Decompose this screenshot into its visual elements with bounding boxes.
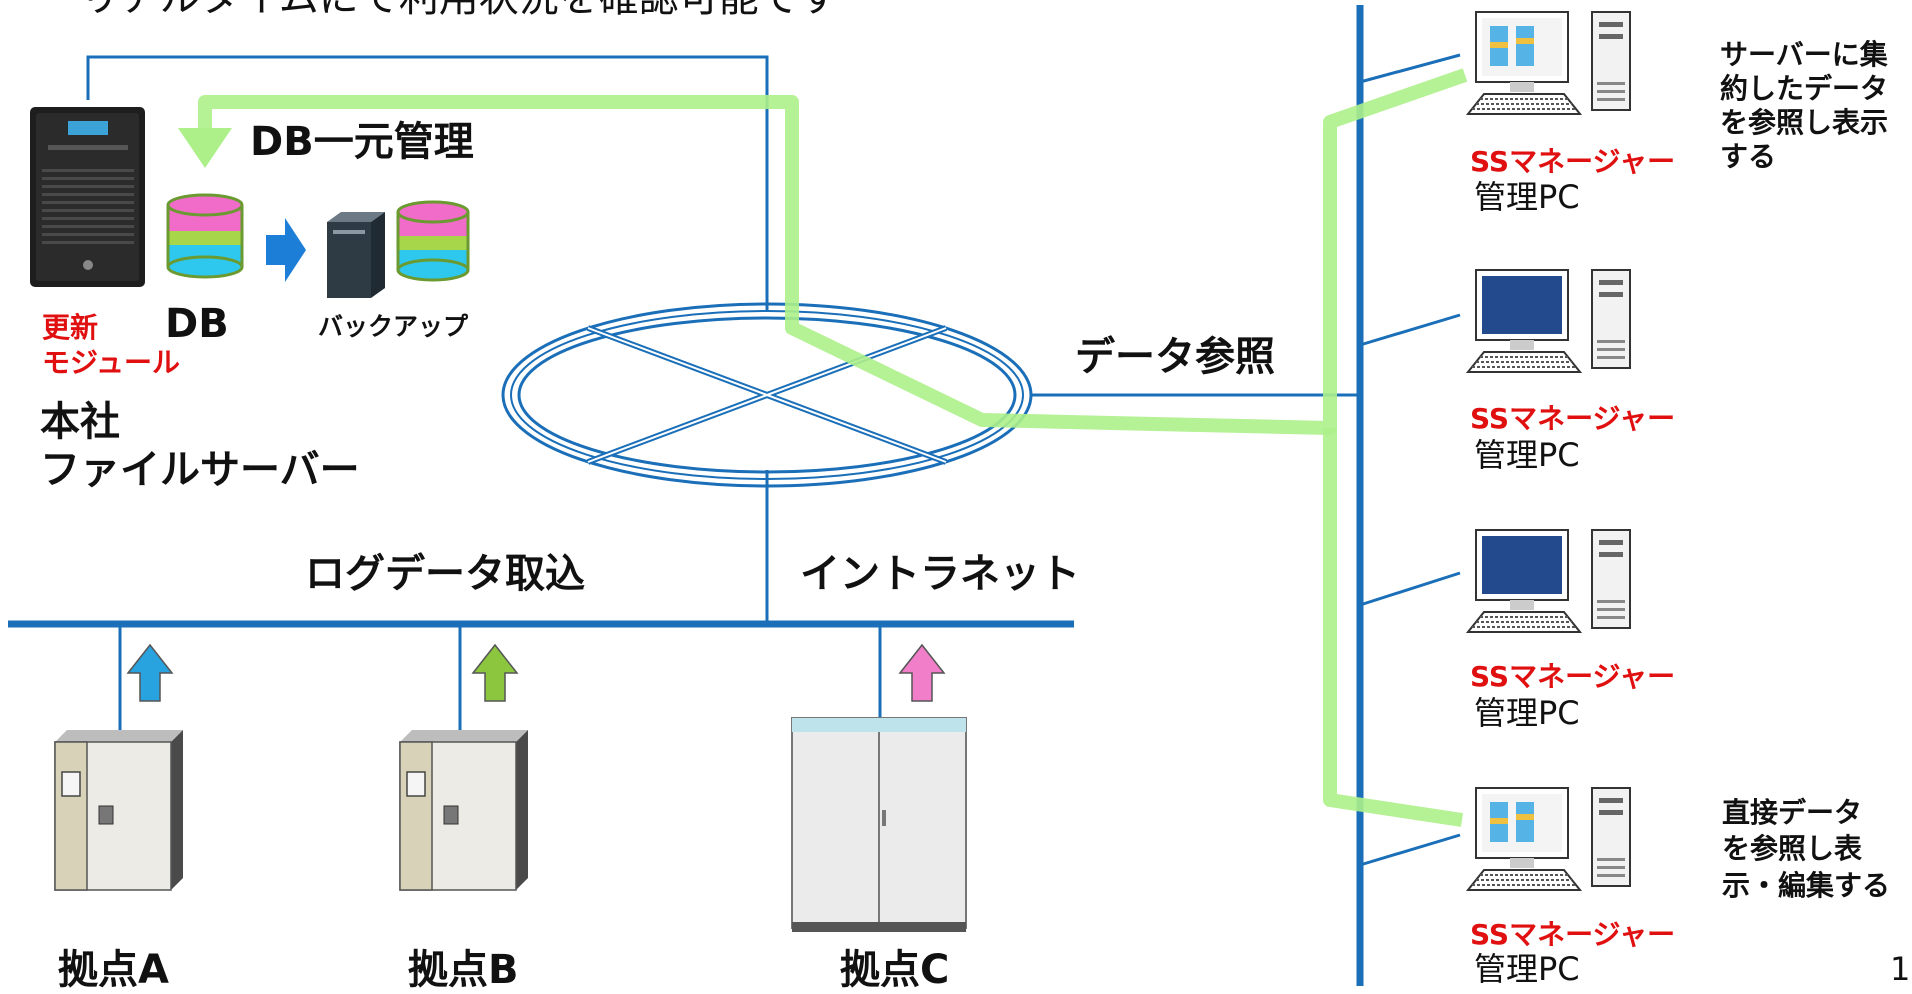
site-b-label: 拠点B <box>408 947 519 993</box>
pc-icon <box>1467 529 1631 633</box>
log-import-label: ログデータ取込 <box>305 551 585 597</box>
upload-arrow-icon <box>898 643 946 702</box>
backup-arrow-icon <box>266 218 306 282</box>
server-reference-note: サーバーに集 約したデータ を参照し表示 する <box>1720 38 1889 174</box>
head-office-server-label: 本社 ファイルサーバー <box>40 399 360 493</box>
intranet-ring <box>501 302 1033 488</box>
direct-edit-note: 直接データ を参照し表 示・編集する <box>1722 796 1891 902</box>
database-icon <box>166 193 244 279</box>
backup-database-icon <box>396 200 470 282</box>
site-a-label: 拠点A <box>58 947 169 993</box>
pc-with-app-icon <box>1467 787 1631 891</box>
db-management-label: DB一元管理 <box>250 119 474 165</box>
data-flow-path <box>178 68 1468 827</box>
pc-label: 管理PC <box>1474 436 1580 474</box>
pc-icon <box>1467 269 1631 373</box>
pc-app-name: SSマネージャー <box>1470 918 1676 951</box>
locker-cabinet-icon <box>54 729 184 891</box>
file-server-icon <box>30 107 145 287</box>
db-label: DB <box>165 301 229 347</box>
backup-label: バックアップ <box>318 312 469 341</box>
pc-label: 管理PC <box>1474 694 1580 732</box>
pc-app-name: SSマネージャー <box>1470 402 1676 435</box>
pc-app-name: SSマネージャー <box>1470 660 1676 693</box>
update-module-label: 更新 モジュール <box>42 311 181 379</box>
network-lines <box>8 5 1461 986</box>
large-cabinet-icon <box>791 717 967 932</box>
backup-server-icon <box>327 212 385 298</box>
page-title: リアルタイムにて利用状況を確認可能です <box>80 0 839 22</box>
locker-cabinet-icon <box>399 729 529 891</box>
intranet-label: イントラネット <box>800 551 1080 597</box>
data-reference-label: データ参照 <box>1075 334 1275 380</box>
pc-app-name: SSマネージャー <box>1470 145 1676 178</box>
site-c-label: 拠点C <box>840 947 950 993</box>
upload-arrow-icon <box>126 643 174 702</box>
pc-label: 管理PC <box>1474 178 1580 216</box>
pc-label: 管理PC <box>1474 950 1580 988</box>
upload-arrow-icon <box>471 643 519 702</box>
page-number: 1 <box>1890 950 1911 988</box>
pc-with-app-icon <box>1467 11 1631 115</box>
